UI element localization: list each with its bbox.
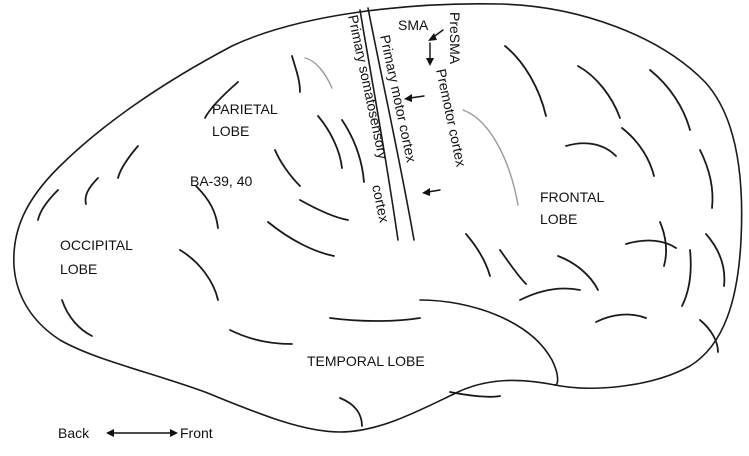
sulcus <box>179 249 219 301</box>
brain-outline <box>13 2 743 433</box>
label-presma: PreSMA <box>447 12 463 65</box>
label-frontal-lobe: LOBE <box>540 211 577 227</box>
label-frontal: FRONTAL <box>540 189 605 205</box>
arrowhead <box>404 94 412 102</box>
central-sulcus-line-1 <box>359 9 399 241</box>
label-ba: BA-39, 40 <box>190 173 252 189</box>
arrowhead-left <box>106 429 114 437</box>
label-parietal: PARIETAL <box>212 101 278 117</box>
sulcus <box>291 55 301 93</box>
sulcus <box>317 115 343 169</box>
sulcus <box>659 221 667 267</box>
sulcus <box>649 69 691 131</box>
sulcus <box>557 255 599 291</box>
sulcus <box>621 127 655 177</box>
sulcus <box>449 391 501 398</box>
sulcus <box>229 329 293 345</box>
label-parietal-lobe: LOBE <box>212 123 249 139</box>
central-sulcus-line-2 <box>367 7 415 241</box>
sulcus <box>625 239 677 249</box>
sulcus <box>299 199 349 221</box>
sulcus <box>37 189 59 221</box>
arrowhead <box>426 58 434 66</box>
sulcus <box>339 397 363 427</box>
label-premotor-cortex: Premotor cortex <box>433 67 469 168</box>
arrowhead <box>428 33 437 41</box>
sulcus <box>117 145 139 179</box>
sulcus <box>519 287 581 301</box>
premotor-boundary <box>462 109 519 206</box>
sulcus <box>195 185 219 229</box>
label-sma: SMA <box>398 17 429 33</box>
sulcus <box>61 299 93 337</box>
label-primary-somatosensory-cortex: cortex <box>369 183 393 224</box>
sulcus <box>595 313 647 323</box>
sulcus <box>84 177 99 205</box>
sulcus <box>274 149 301 187</box>
sulcus <box>681 249 692 307</box>
sulcus <box>329 317 421 322</box>
sulcus <box>565 142 617 157</box>
sulcus <box>204 81 239 119</box>
sulcus <box>499 249 527 285</box>
sulcus <box>705 233 726 287</box>
label-front: Front <box>180 425 213 441</box>
sulcus <box>341 119 365 183</box>
sulcus <box>504 45 547 117</box>
sulcus <box>267 221 335 257</box>
sulcus <box>699 149 714 209</box>
sulcus <box>465 233 491 277</box>
arrowhead-right <box>170 429 178 437</box>
label-occipital: OCCIPITAL <box>60 237 133 253</box>
sulcus <box>577 65 621 119</box>
arrow-premotor-to-motor <box>409 95 425 99</box>
label-back: Back <box>58 425 90 441</box>
temporal-boundary <box>419 299 559 386</box>
label-occipital-lobe: LOBE <box>60 261 97 277</box>
sulcus <box>699 319 719 353</box>
parietal-light-sulcus <box>304 57 333 89</box>
label-temporal-lobe: TEMPORAL LOBE <box>307 353 425 369</box>
arrowhead <box>422 188 430 196</box>
